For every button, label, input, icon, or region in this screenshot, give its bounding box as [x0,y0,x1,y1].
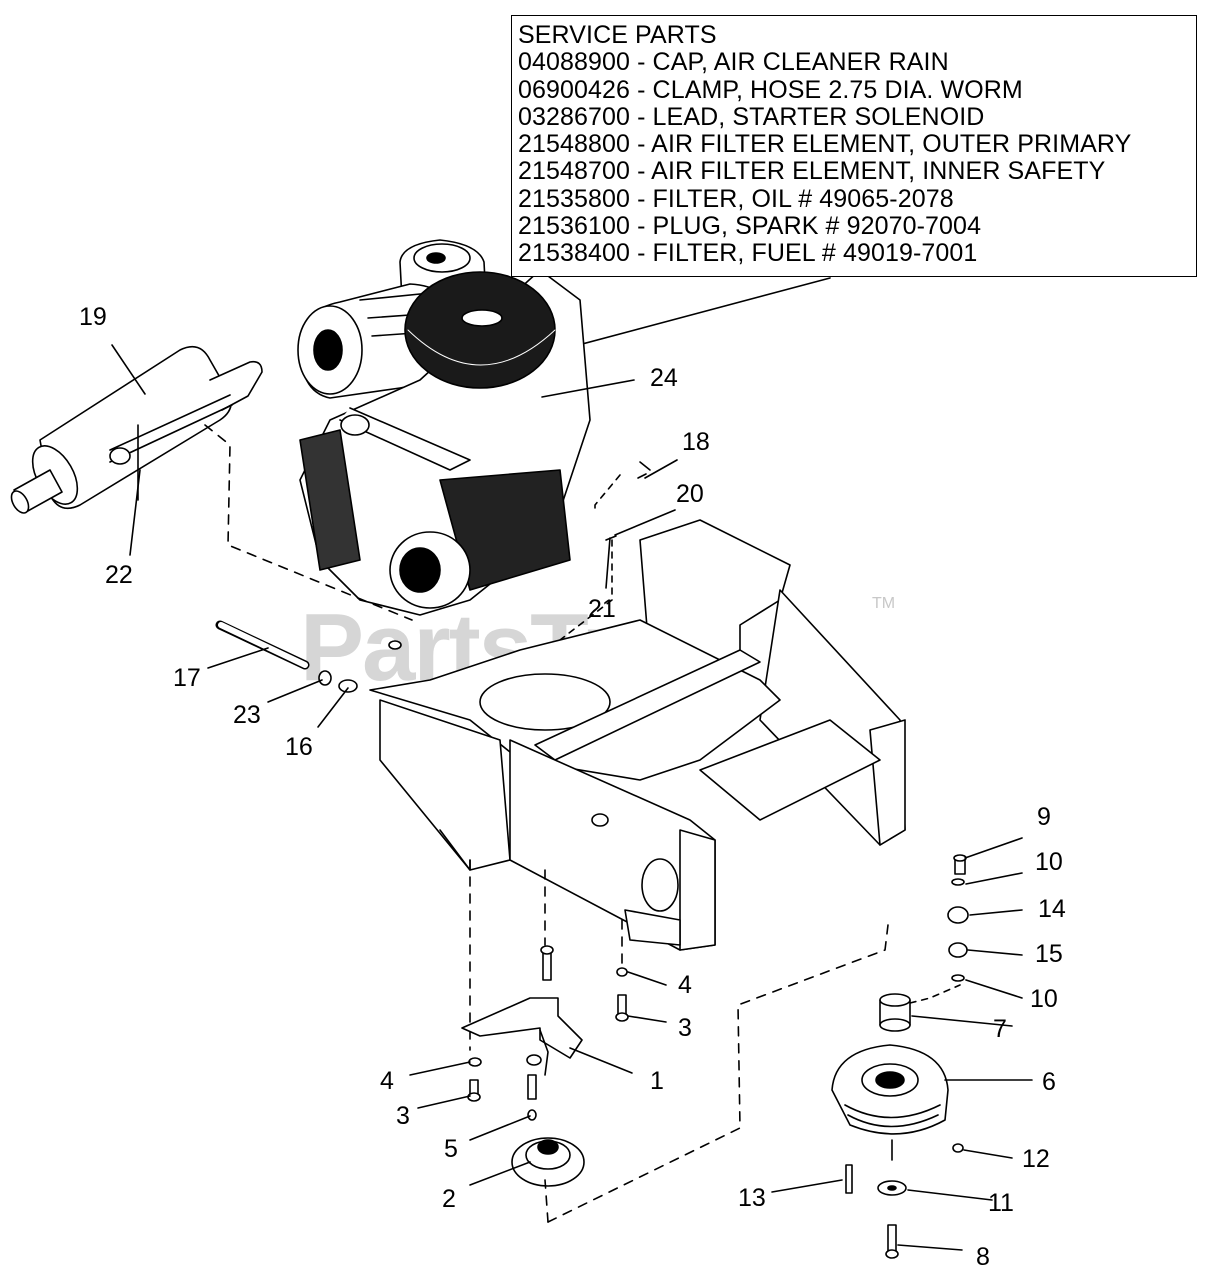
callout-11: 11 [988,1189,1014,1217]
service-part-line: 21548800 - AIR FILTER ELEMENT, OUTER PRI… [518,130,1132,159]
callout-5: 5 [444,1135,458,1163]
service-part-line: 21548700 - AIR FILTER ELEMENT, INNER SAF… [518,157,1106,186]
callout-14: 14 [1038,895,1066,923]
callout-16: 16 [285,733,313,761]
callout-24: 24 [650,364,678,392]
callout-3a: 3 [678,1014,692,1042]
callout-leaders [111,344,1033,1251]
pulley [511,1137,585,1187]
callout-17: 17 [173,664,201,692]
callout-22: 22 [105,561,133,589]
callout-19: 19 [79,303,107,331]
callout-9: 9 [1037,803,1051,831]
callout-15: 15 [1035,940,1063,968]
service-part-line: 21536100 - PLUG, SPARK # 92070-7004 [518,212,982,241]
callout-8: 8 [976,1243,990,1271]
service-parts-box: SERVICE PARTS 04088900 - CAP, AIR CLEANE… [511,15,1197,277]
callout-4a: 4 [678,971,692,999]
service-part-line: 21535800 - FILTER, OIL # 49065-2078 [518,184,954,213]
watermark-trademark: TM [872,595,895,612]
service-part-line: 21538400 - FILTER, FUEL # 49019-7001 [518,239,978,268]
callout-21: 21 [588,595,616,623]
callout-1: 1 [650,1067,664,1095]
service-part-line: 06900426 - CLAMP, HOSE 2.75 DIA. WORM [518,75,1023,104]
idler-bracket [461,997,583,1076]
callout-10b: 10 [1030,985,1058,1013]
callout-6: 6 [1042,1068,1056,1096]
service-part-line: 04088900 - CAP, AIR CLEANER RAIN [518,48,949,77]
service-parts-heading: SERVICE PARTS [518,21,717,49]
engine-hardware [215,461,651,693]
callout-7: 7 [993,1015,1007,1043]
callout-12: 12 [1022,1145,1050,1173]
callout-13: 13 [738,1184,766,1212]
callout-labels: 19 24 18 20 21 22 17 23 16 9 10 14 15 10… [79,303,1066,1271]
callout-18: 18 [682,428,710,456]
callout-10a: 10 [1035,848,1063,876]
center-fasteners [526,945,554,1121]
callout-4b: 4 [380,1067,394,1095]
clutch-stack [831,854,969,1259]
callout-23: 23 [233,701,261,729]
muffler-assembly [10,345,263,514]
chassis-frame [369,519,906,951]
engine-assembly [297,239,591,616]
callout-3b: 3 [396,1102,410,1130]
callout-2: 2 [442,1185,456,1213]
service-part-line: 03286700 - LEAD, STARTER SOLENOID [518,102,985,131]
callout-20: 20 [676,480,704,508]
